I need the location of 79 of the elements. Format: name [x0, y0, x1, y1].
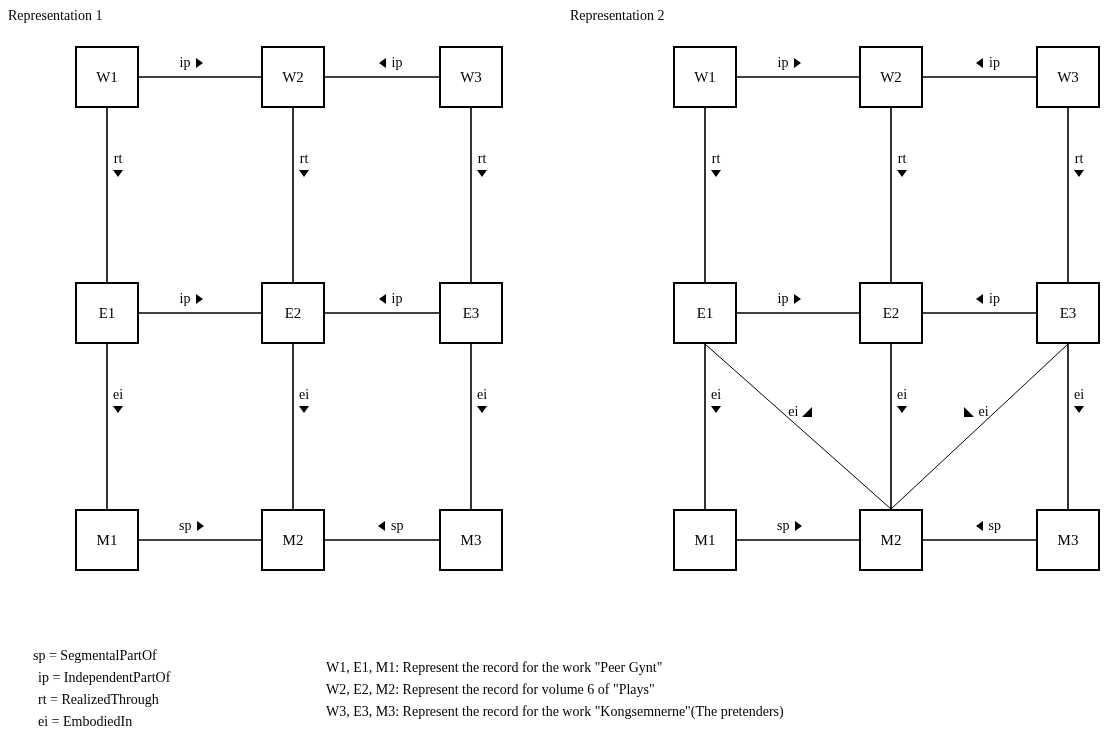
- edge-label: rt: [897, 152, 907, 166]
- connector-line: [324, 76, 440, 78]
- edge-label: ei: [978, 404, 989, 419]
- edge-label: sp: [777, 519, 790, 533]
- entity-box: M2: [859, 509, 923, 571]
- edge-label: ip: [989, 56, 1000, 70]
- entity-box: W1: [75, 46, 139, 108]
- entity-box: M3: [439, 509, 503, 571]
- entity-box: E3: [439, 282, 503, 344]
- entity-box: M2: [261, 509, 325, 571]
- connector-line: [106, 343, 108, 510]
- diagram-heading: Representation 1: [8, 8, 103, 24]
- edge-label: ei: [1074, 388, 1085, 402]
- entity-box: E3: [1036, 282, 1100, 344]
- connector-line: [890, 343, 1069, 510]
- edge-label: ei: [897, 388, 908, 402]
- connector-line: [138, 539, 262, 541]
- connector-line: [736, 312, 860, 314]
- connector-line: [324, 312, 440, 314]
- edge-label: ip: [989, 292, 1000, 306]
- edge-label: ip: [391, 56, 403, 70]
- connector-line: [890, 107, 892, 283]
- edge-label: ei: [477, 388, 488, 402]
- entity-box: W3: [1036, 46, 1100, 108]
- edge-label: sp: [988, 519, 1001, 533]
- edge-label: sp: [391, 519, 404, 533]
- edge-label: ei: [788, 404, 799, 419]
- connector-line: [1067, 343, 1069, 510]
- connector-line: [292, 107, 294, 283]
- entity-box: W1: [673, 46, 737, 108]
- connector-line: [890, 343, 892, 510]
- entity-box: E1: [75, 282, 139, 344]
- edge-label: ip: [179, 56, 191, 70]
- description-note: W2, E2, M2: Represent the record for volume 6 of "Plays": [326, 682, 655, 698]
- abbreviation-note: ip = IndependentPartOf: [38, 670, 171, 686]
- connector-line: [736, 539, 860, 541]
- entity-box: E1: [673, 282, 737, 344]
- connector-line: [324, 539, 440, 541]
- edge-label: rt: [299, 152, 309, 166]
- connector-line: [736, 76, 860, 78]
- connector-line: [922, 312, 1037, 314]
- connector-line: [292, 343, 294, 510]
- entity-box: W2: [261, 46, 325, 108]
- connector-line: [470, 343, 472, 510]
- entity-box: M3: [1036, 509, 1100, 571]
- connector-line: [704, 343, 892, 510]
- connector-line: [138, 76, 262, 78]
- abbreviation-note: sp = SegmentalPartOf: [33, 648, 157, 664]
- connector-line: [922, 76, 1037, 78]
- connector-line: [1067, 107, 1069, 283]
- edge-label: ip: [777, 56, 789, 70]
- connector-line: [106, 107, 108, 283]
- abbreviation-note: ei = EmbodiedIn: [38, 714, 133, 730]
- description-note: W3, E3, M3: Represent the record for the work "Kongsemnerne"(The pretenders): [326, 704, 784, 720]
- diagram-heading: Representation 2: [570, 8, 665, 24]
- abbreviation-note: rt = RealizedThrough: [38, 692, 159, 708]
- connector-line: [138, 312, 262, 314]
- edge-label: ip: [777, 292, 789, 306]
- edge-label: ip: [179, 292, 191, 306]
- connector-line: [704, 343, 706, 510]
- description-note: W1, E1, M1: Represent the record for the work "Peer Gynt": [326, 660, 663, 676]
- entity-box: E2: [859, 282, 923, 344]
- edge-label: rt: [1074, 152, 1084, 166]
- edge-label: rt: [477, 152, 487, 166]
- connector-line: [470, 107, 472, 283]
- edge-label: rt: [711, 152, 721, 166]
- entity-box: W3: [439, 46, 503, 108]
- edge-label: rt: [113, 152, 123, 166]
- connector-line: [922, 539, 1037, 541]
- edge-label: sp: [179, 519, 192, 533]
- entity-box: M1: [673, 509, 737, 571]
- edge-label: ei: [113, 388, 124, 402]
- edge-label: ei: [711, 388, 722, 402]
- entity-box: W2: [859, 46, 923, 108]
- connector-line: [704, 107, 706, 283]
- edge-label: ei: [299, 388, 310, 402]
- edge-label: ip: [391, 292, 403, 306]
- entity-box: M1: [75, 509, 139, 571]
- entity-box: E2: [261, 282, 325, 344]
